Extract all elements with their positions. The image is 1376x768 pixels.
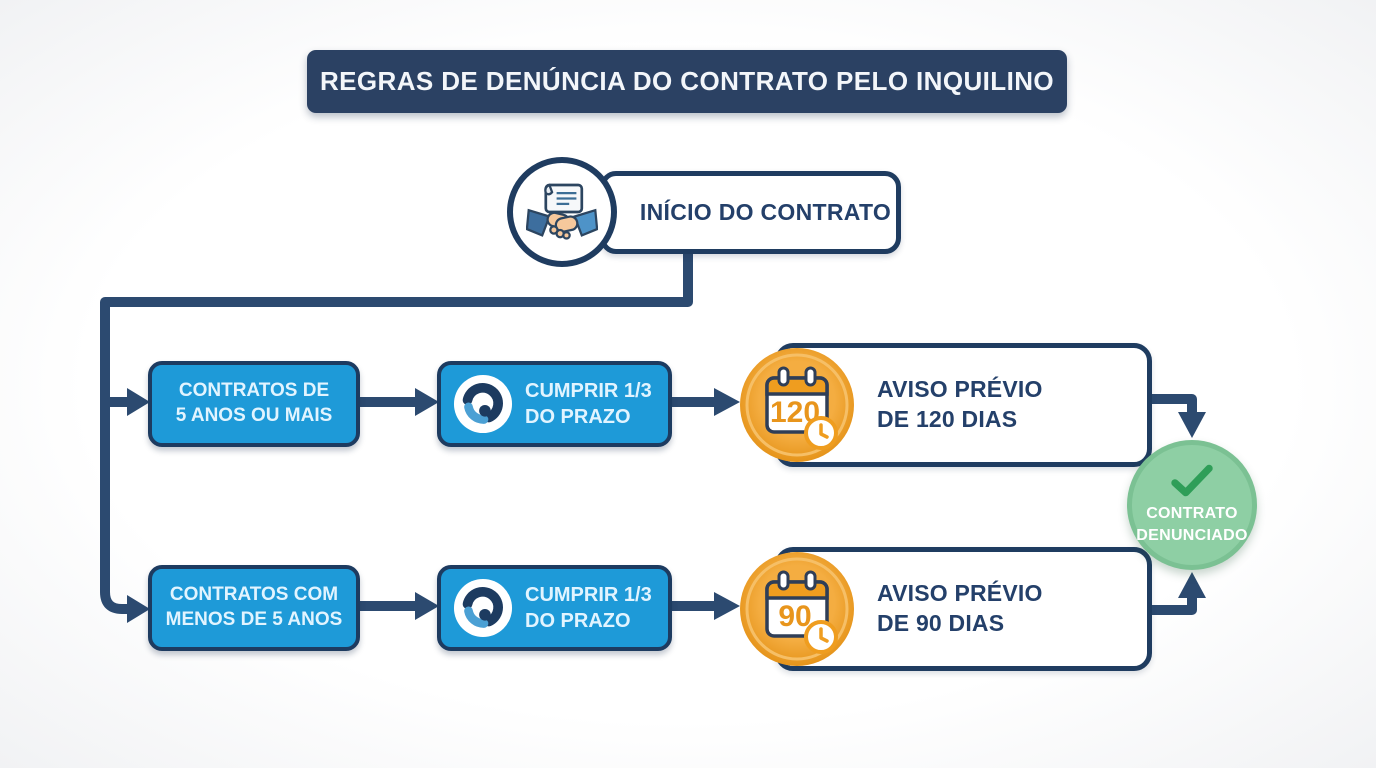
arrowhead-req1 xyxy=(415,388,439,416)
calendar-clock-icon: 120 xyxy=(740,348,854,462)
arrowhead-branch2 xyxy=(127,595,150,623)
requirement-box-2: CUMPRIR 1/3 DO PRAZO xyxy=(437,565,672,651)
notice-label: AVISO PRÉVIO xyxy=(877,376,1043,403)
one-third-progress-icon xyxy=(453,578,513,638)
requirement-label: DO PRAZO xyxy=(525,610,631,632)
arrowhead-result-top xyxy=(1178,412,1206,438)
notice-label: AVISO PRÉVIO xyxy=(877,580,1043,607)
requirement-label: CUMPRIR 1/3 xyxy=(525,584,652,606)
page-title: REGRAS DE DENÚNCIA DO CONTRATO PELO INQU… xyxy=(307,50,1067,113)
result-label: DENUNCIADO xyxy=(1136,527,1248,544)
calendar-days-value: 90 xyxy=(778,600,811,633)
condition-label: CONTRATOS DE xyxy=(178,380,330,402)
condition-box-less-than-5-years: CONTRATOS COM MENOS DE 5 ANOS xyxy=(148,565,360,651)
arrowhead-branch1 xyxy=(127,388,150,416)
check-icon xyxy=(1171,465,1213,497)
notice-label: DE 120 DIAS xyxy=(877,406,1018,432)
arrowhead-req2 xyxy=(415,592,439,620)
calendar-badge-120: 120 xyxy=(738,346,856,464)
page-title-text: REGRAS DE DENÚNCIA DO CONTRATO PELO INQU… xyxy=(320,66,1054,96)
calendar-badge-90: 90 xyxy=(738,550,856,668)
requirement-box-1: CUMPRIR 1/3 DO PRAZO xyxy=(437,361,672,447)
condition-box-5-years-or-more: CONTRATOS DE 5 ANOS OU MAIS xyxy=(148,361,360,447)
requirement-label: CUMPRIR 1/3 xyxy=(525,380,652,402)
arrowhead-result-bottom xyxy=(1178,572,1206,598)
condition-label: MENOS DE 5 ANOS xyxy=(165,609,343,630)
notice-box-120-days: AVISO PRÉVIO DE 120 DIAS xyxy=(775,343,1152,467)
arrowhead-notice2 xyxy=(714,592,740,620)
calendar-clock-icon: 90 xyxy=(740,552,854,666)
condition-label: 5 ANOS OU MAIS xyxy=(175,405,333,426)
start-node-label: INÍCIO DO CONTRATO xyxy=(639,199,892,225)
result-node-contract-terminated: CONTRATO DENUNCIADO xyxy=(1127,440,1257,570)
start-node: INÍCIO DO CONTRATO xyxy=(600,171,901,254)
result-label: CONTRATO xyxy=(1146,505,1238,523)
condition-label: CONTRATOS COM xyxy=(169,584,339,606)
start-icon-badge xyxy=(507,157,617,267)
arrowhead-notice1 xyxy=(714,388,740,416)
handshake-contract-icon xyxy=(526,183,598,240)
requirement-label: DO PRAZO xyxy=(525,406,631,428)
one-third-progress-icon xyxy=(453,374,513,434)
notice-label: DE 90 DIAS xyxy=(877,610,1005,636)
